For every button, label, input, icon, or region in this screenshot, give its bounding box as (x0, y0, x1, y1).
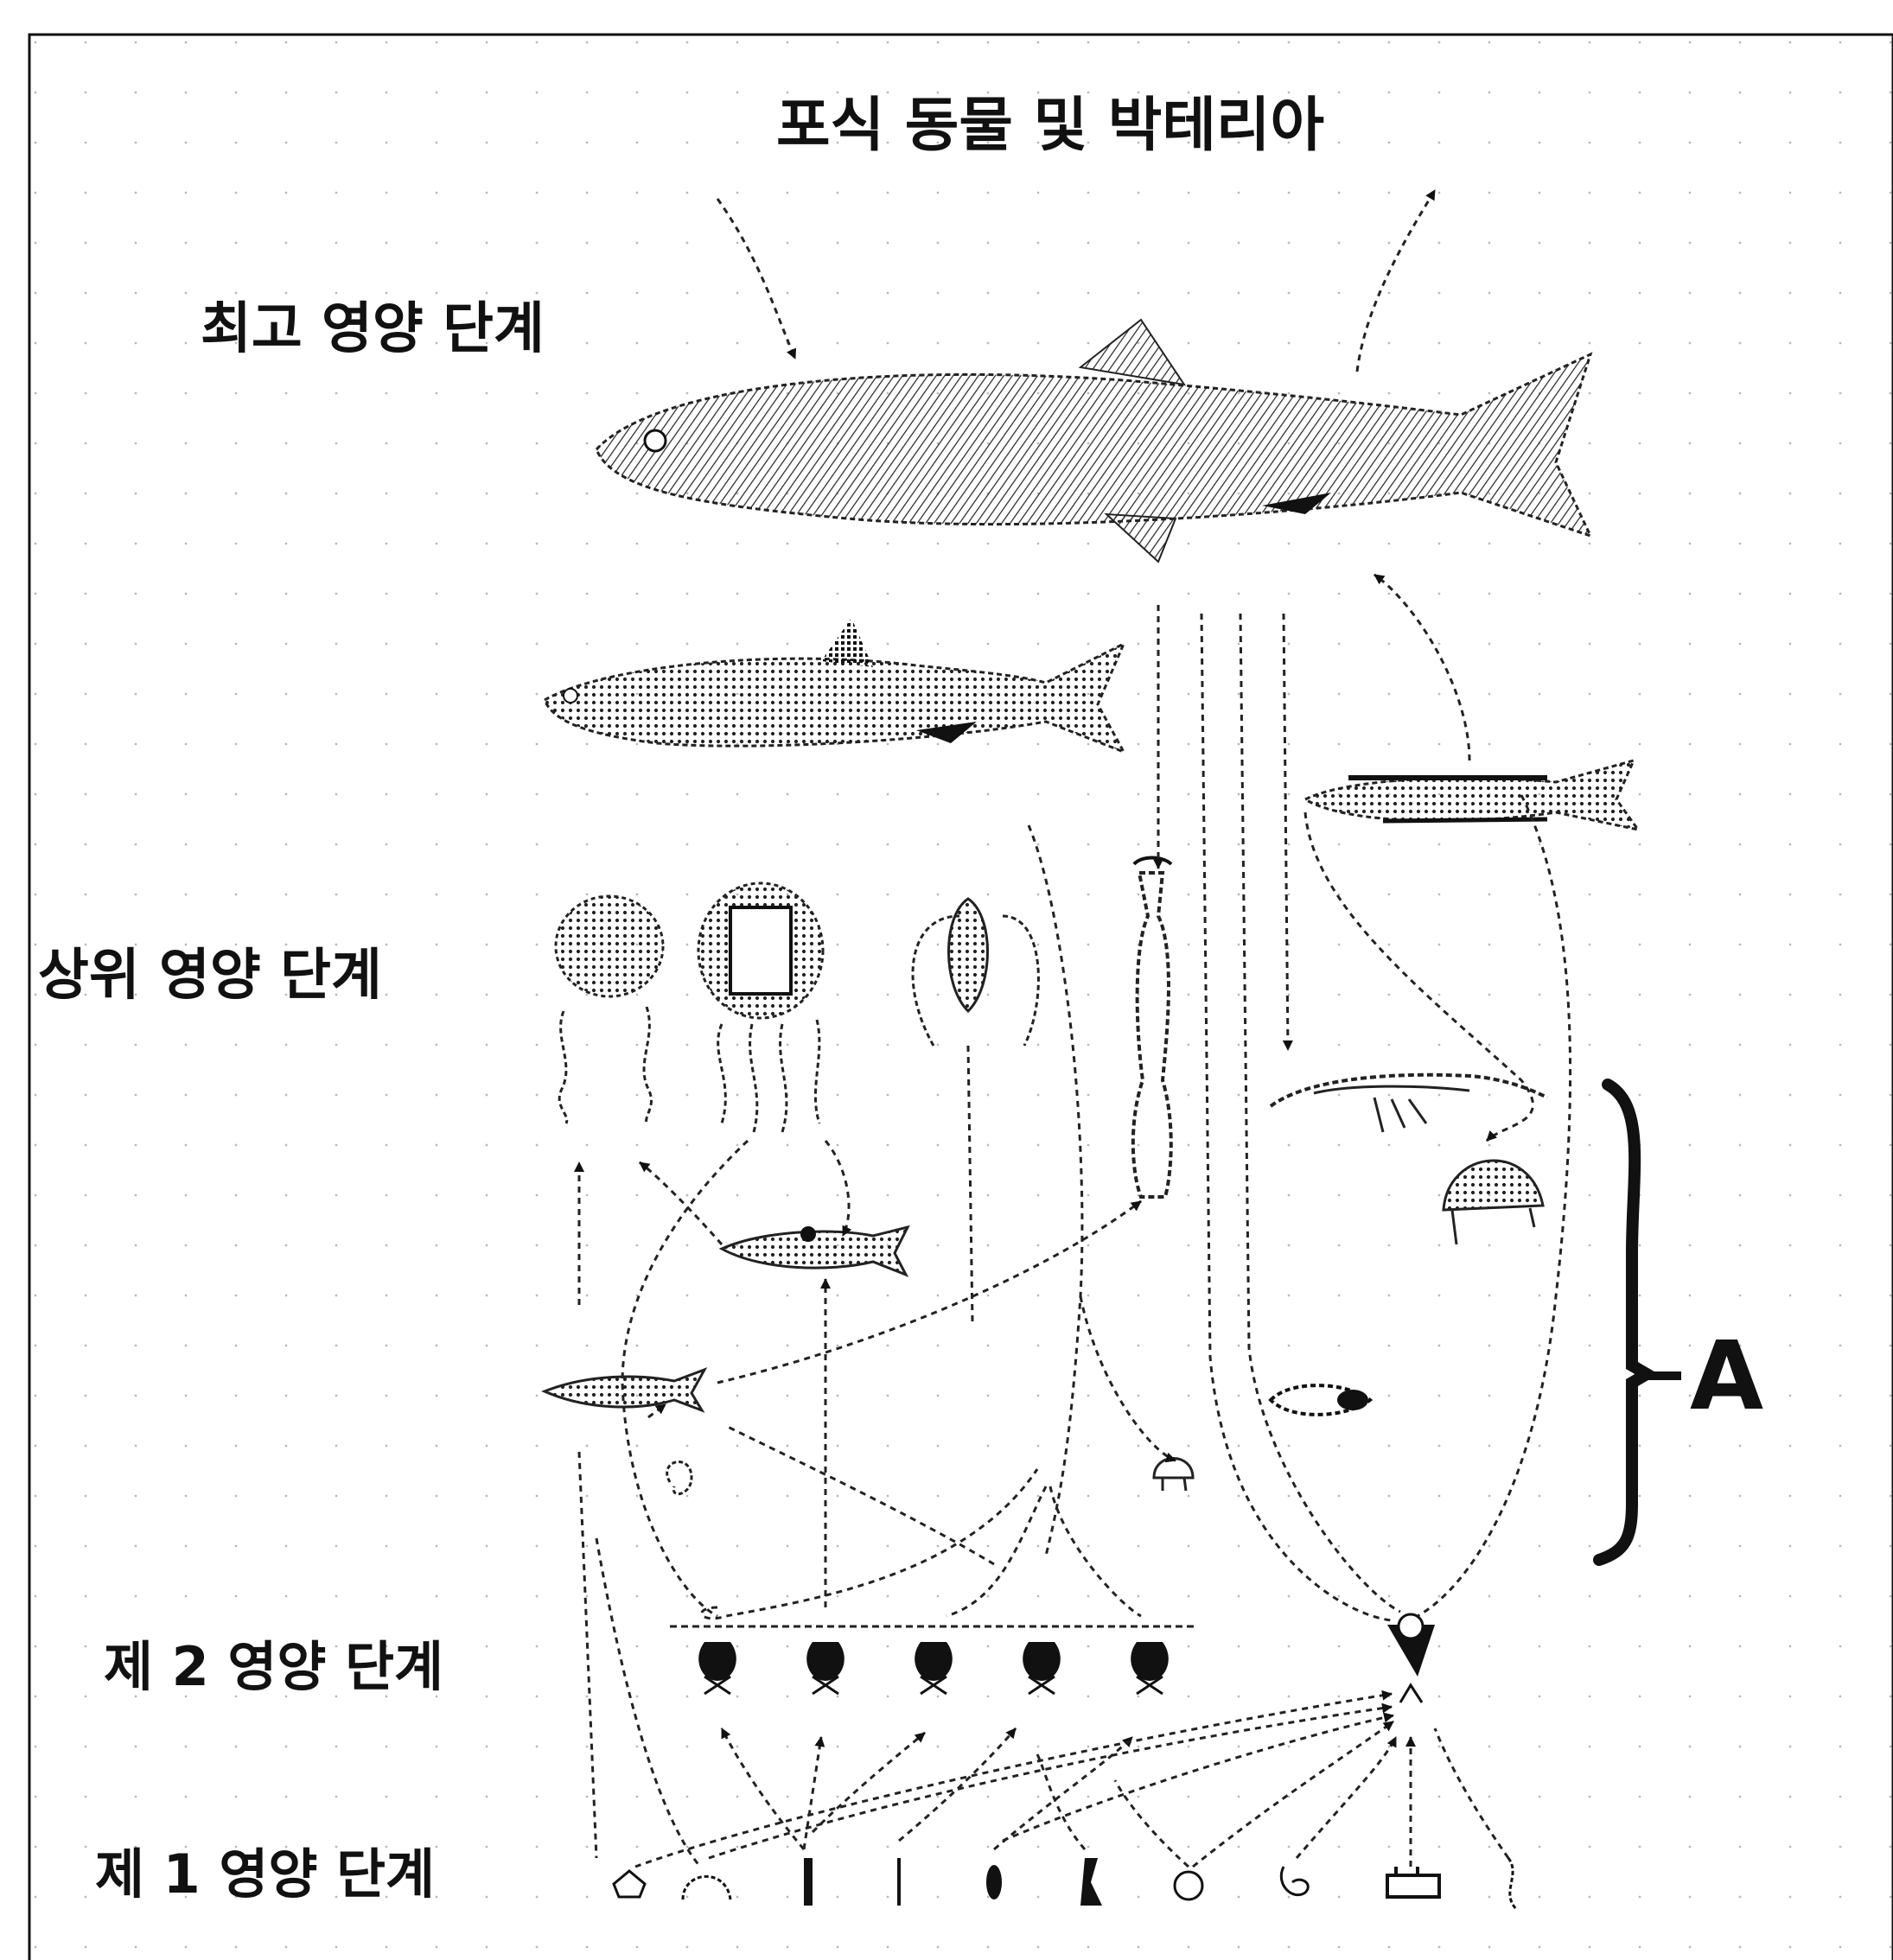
copepod-icon (806, 1642, 845, 1694)
phytoplankton-icon (1508, 1858, 1517, 1910)
ctenophore-icon (913, 899, 1038, 1046)
label-top-trophic-level: 최고 영양 단계 (201, 297, 545, 361)
shrimp-icon (1271, 1075, 1547, 1132)
label-first-trophic-level: 제 1 영양 단계 (95, 1842, 435, 1906)
phytoplankton-icon (1281, 1867, 1308, 1895)
arrow-worm-icon (1133, 858, 1171, 1198)
small-medusa-icon (1444, 1161, 1543, 1244)
larva-icon (1271, 1385, 1370, 1415)
label-upper-trophic-level: 상위 영양 단계 (38, 944, 382, 1008)
copepod-icon (698, 1642, 736, 1694)
jellyfish-1-icon (556, 896, 663, 1123)
small-fish-left-icon (545, 1370, 704, 1410)
phytoplankton-icon (1387, 1867, 1439, 1897)
phytoplankton-icon (683, 1876, 730, 1900)
copepod-icon (915, 1642, 953, 1694)
bracket-label-a: A (1690, 1320, 1763, 1431)
jellyfish-2-icon (698, 883, 823, 1132)
tiny-medusa-icon (1154, 1459, 1193, 1492)
phytoplankton-row (614, 1858, 1517, 1910)
small-fish-right-icon (1305, 760, 1638, 830)
small-fish-center-icon (722, 1226, 908, 1275)
phytoplankton-icon (1175, 1872, 1202, 1900)
phytoplankton-icon (1080, 1858, 1102, 1906)
medium-fish-icon (545, 618, 1124, 752)
copepod-icon (1023, 1642, 1061, 1694)
large-fish-icon (596, 320, 1590, 562)
copepod-large-icon (1387, 1614, 1435, 1702)
phytoplankton-icon (986, 1865, 1002, 1900)
copepod-row (670, 1614, 1435, 1702)
label-second-trophic-level: 제 2 영양 단계 (104, 1635, 443, 1698)
copepod-icon (1131, 1642, 1169, 1694)
phytoplankton-icon (804, 1858, 813, 1906)
tiny-worm-icon (667, 1461, 692, 1493)
phytoplankton-icon (614, 1871, 645, 1897)
bracket-a (1599, 1085, 1647, 1560)
label-predators-bacteria: 포식 동물 및 박테리아 (776, 92, 1324, 160)
